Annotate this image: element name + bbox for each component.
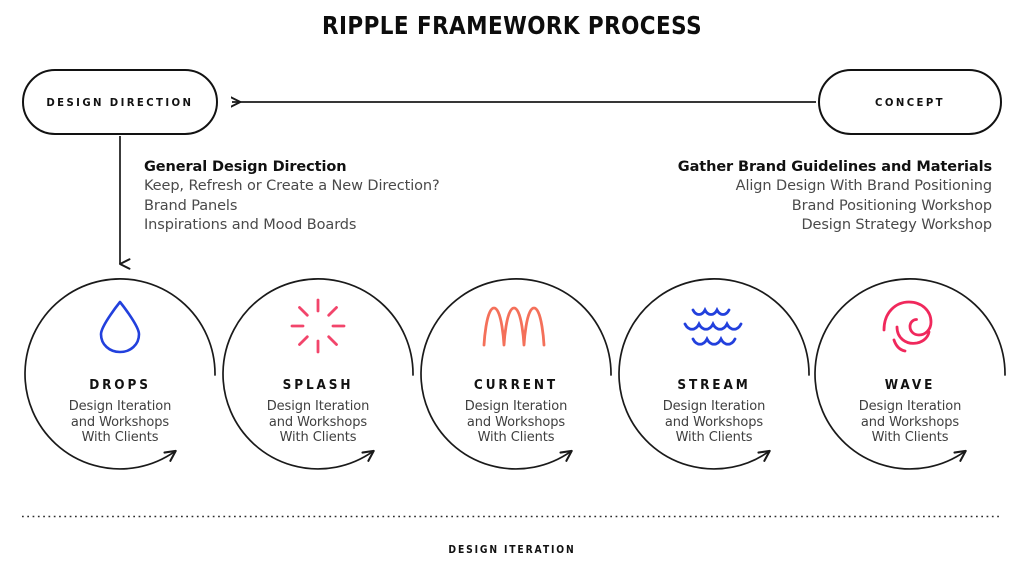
node-concept-label: CONCEPT: [875, 95, 945, 109]
water-ripples-icon: [604, 296, 824, 356]
stage-wave-label: WAVE: [884, 378, 936, 393]
stage-stream-subtitle: Design Iteration and Workshops With Clie…: [604, 399, 824, 446]
stage-sub-line: and Workshops: [268, 414, 368, 430]
details-left-heading: General Design Direction: [144, 159, 347, 175]
details-left: General Design Direction Keep, Refresh o…: [144, 158, 440, 235]
stage-wave[interactable]: WAVE Design Iteration and Workshops With…: [800, 296, 1020, 446]
details-right-line: Align Design With Brand Positioning: [735, 178, 992, 195]
water-drop-icon: [10, 296, 230, 356]
curling-wave-icon: [800, 296, 1020, 356]
stage-sub-line: With Clients: [279, 430, 357, 446]
stage-current[interactable]: CURRENT Design Iteration and Workshops W…: [406, 296, 626, 446]
stage-splash-subtitle: Design Iteration and Workshops With Clie…: [208, 399, 428, 446]
splash-burst-icon: [208, 296, 428, 356]
stage-current-subtitle: Design Iteration and Workshops With Clie…: [406, 399, 626, 446]
stage-sub-line: With Clients: [477, 430, 555, 446]
stage-sub-line: and Workshops: [466, 414, 566, 430]
stage-sub-line: With Clients: [81, 430, 159, 446]
stage-splash-label: SPLASH: [282, 378, 354, 393]
stage-sub-line: Design Iteration: [68, 399, 172, 414]
stage-drops-subtitle: Design Iteration and Workshops With Clie…: [10, 399, 230, 446]
stage-splash[interactable]: SPLASH Design Iteration and Workshops Wi…: [208, 296, 428, 446]
stage-sub-line: With Clients: [675, 430, 753, 446]
node-design-direction[interactable]: DESIGN DIRECTION: [22, 69, 218, 135]
stage-sub-line: and Workshops: [664, 414, 764, 430]
stage-stream-label: STREAM: [677, 378, 751, 393]
stage-sub-line: and Workshops: [860, 414, 960, 430]
sine-wave-icon: [406, 296, 626, 356]
stage-sub-line: Design Iteration: [858, 399, 962, 414]
node-concept[interactable]: CONCEPT: [818, 69, 1002, 135]
stage-sub-line: With Clients: [871, 430, 949, 446]
details-right-line: Brand Positioning Workshop: [791, 197, 992, 214]
stage-drops[interactable]: DROPS Design Iteration and Workshops Wit…: [10, 296, 230, 446]
stage-drops-label: DROPS: [89, 378, 151, 393]
details-right-heading: Gather Brand Guidelines and Materials: [677, 159, 992, 175]
stage-stream[interactable]: STREAM Design Iteration and Workshops Wi…: [604, 296, 824, 446]
stage-wave-subtitle: Design Iteration and Workshops With Clie…: [800, 399, 1020, 446]
footer-caption: DESIGN ITERATION: [448, 543, 576, 556]
stage-current-label: CURRENT: [473, 378, 559, 393]
details-left-line: Inspirations and Mood Boards: [144, 216, 357, 233]
stage-sub-line: Design Iteration: [266, 399, 370, 414]
stage-sub-line: Design Iteration: [662, 399, 766, 414]
details-left-line: Keep, Refresh or Create a New Direction?: [144, 178, 440, 195]
details-right-line: Design Strategy Workshop: [801, 216, 992, 233]
stage-sub-line: Design Iteration: [464, 399, 568, 414]
node-design-direction-label: DESIGN DIRECTION: [46, 95, 194, 109]
details-left-line: Brand Panels: [144, 197, 238, 214]
page-title: RIPPLE FRAMEWORK PROCESS: [322, 11, 702, 40]
details-right: Gather Brand Guidelines and Materials Al…: [678, 158, 992, 235]
stage-sub-line: and Workshops: [70, 414, 170, 430]
